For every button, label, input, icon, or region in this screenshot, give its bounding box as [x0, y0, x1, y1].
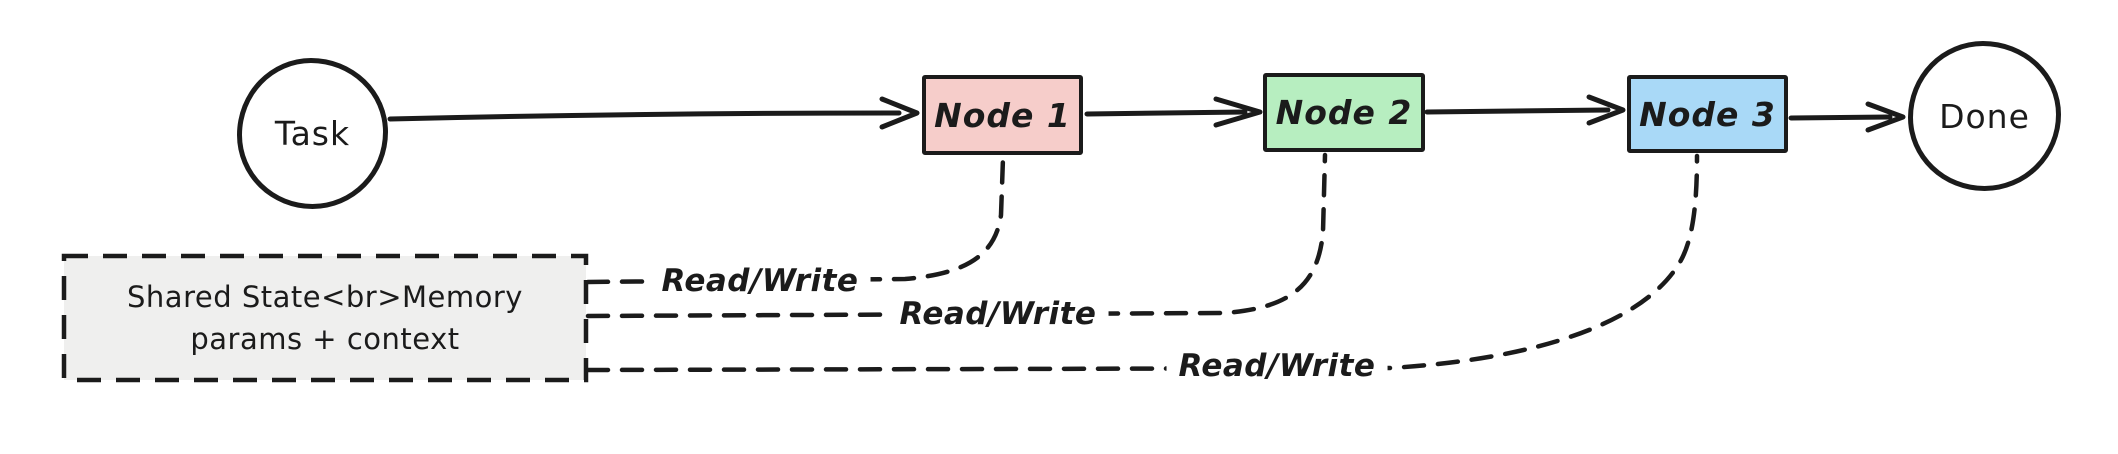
node-3: Node 3: [1627, 75, 1788, 153]
node-1: Node 1: [922, 75, 1083, 155]
node-2: Node 2: [1263, 73, 1425, 152]
node-task-label: Task: [274, 114, 351, 153]
edge-node3-done: [1788, 114, 1893, 121]
edge-node1-node2: [1084, 109, 1248, 117]
node-done-label: Done: [1939, 96, 2030, 136]
shared-state-text: Shared State<br>Memory params + context: [63, 255, 587, 381]
node-3-label: Node 3: [1639, 94, 1776, 134]
edge-node3-done-arrowhead-icon: [1865, 101, 1906, 133]
shared-state-box: [61, 253, 589, 383]
edge-label-readwrite-1: Read/Write: [649, 261, 871, 301]
edge-label-readwrite-3: Read/Write: [1166, 346, 1388, 386]
node-done: Done: [1908, 41, 2061, 191]
edge-node1-node2-arrowhead-icon: [1213, 96, 1263, 128]
shared-state-line2: params + context: [190, 322, 460, 356]
edge-label-readwrite-2: Read/Write: [887, 294, 1109, 334]
node-2-label: Node 2: [1275, 93, 1413, 132]
node-task: Task: [237, 58, 388, 209]
edge-node2-node3-arrowhead-icon: [1586, 94, 1626, 126]
edge-task-node1-arrowhead-icon: [879, 96, 920, 130]
wire-shared-node1: [585, 155, 1006, 285]
edge-node2-node3: [1424, 107, 1611, 115]
wire-shared-node3: [585, 153, 1700, 373]
node-1-label: Node 1: [934, 95, 1071, 135]
edge-task-node1: [387, 110, 902, 122]
wire-shared-node2: [585, 152, 1328, 319]
shared-state-line1: Shared State<br>Memory: [127, 280, 523, 314]
